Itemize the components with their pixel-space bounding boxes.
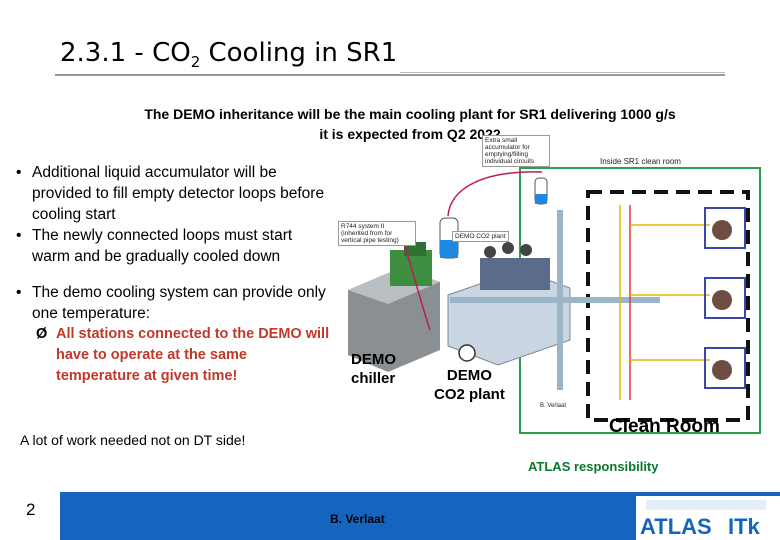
bullet-list: Additional liquid accumulator will be pr…	[12, 162, 332, 387]
title-underline	[55, 74, 725, 76]
sub-bullet-text: All stations connected to the DEMO will …	[56, 326, 330, 384]
label-demo-chiller-line2: chiller	[351, 370, 396, 387]
label-clean-room: Clean Room	[609, 416, 720, 437]
subtitle: The DEMO inheritance will be the main co…	[60, 104, 760, 144]
tag-r744-system: R744 system II (inherited from for verti…	[338, 221, 416, 246]
bullet-one-temperature: The demo cooling system can provide only…	[12, 282, 332, 324]
tag-inside-clean-room: Inside SR1 clean room	[598, 157, 683, 166]
sub-bullet-same-temperature: Ø All stations connected to the DEMO wil…	[12, 324, 332, 387]
label-atlas-responsibility: ATLAS responsibility	[528, 459, 659, 474]
detector-station-1-icon	[704, 207, 746, 249]
page-number-box	[0, 492, 60, 540]
label-demo-plant-line1: DEMO	[446, 367, 492, 384]
note-text: A lot of work needed not on DT side!	[20, 432, 246, 448]
label-demo-chiller: DEMO chiller	[351, 350, 396, 388]
logo-itk-text: ITk	[728, 514, 761, 539]
logo-atlas-text: ATLAS	[640, 514, 712, 539]
chiller-cabinet-icon	[348, 242, 440, 372]
atlas-itk-logo: ATLAS ITk	[636, 496, 780, 540]
label-demo-plant-line2: CO2 plant	[434, 386, 505, 403]
pump-icon	[458, 344, 476, 362]
label-demo-chiller-line1: DEMO	[351, 351, 396, 368]
accumulator-arrow	[447, 171, 543, 217]
bullet-accumulator: Additional liquid accumulator will be pr…	[12, 162, 332, 225]
slide-title: 2.3.1 - CO2 Cooling in SR1	[60, 38, 398, 72]
detector-station-3-icon	[704, 347, 746, 389]
tag-credit: B. Verlaat	[538, 402, 569, 411]
co2-plant-icon	[447, 242, 571, 366]
title-underline-accent	[400, 72, 725, 73]
arrow-bullet-icon: Ø	[36, 326, 48, 342]
page-number: 2	[26, 500, 36, 519]
bullet-warm-start: The newly connected loops must start war…	[12, 225, 332, 267]
subtitle-line-2: it is expected from Q2 2022	[319, 126, 501, 142]
subtitle-line-1: The DEMO inheritance will be the main co…	[144, 106, 676, 122]
footer-author: B. Verlaat	[330, 512, 385, 526]
tag-accumulator: Extra small accumulator for emptying/fil…	[482, 135, 550, 167]
clean-room-dashed-box	[586, 190, 750, 422]
tag-demo-plant: DEMO CO2 plant	[452, 231, 509, 242]
label-demo-co2-plant: DEMO CO2 plant	[434, 366, 505, 404]
detector-station-2-icon	[704, 277, 746, 319]
